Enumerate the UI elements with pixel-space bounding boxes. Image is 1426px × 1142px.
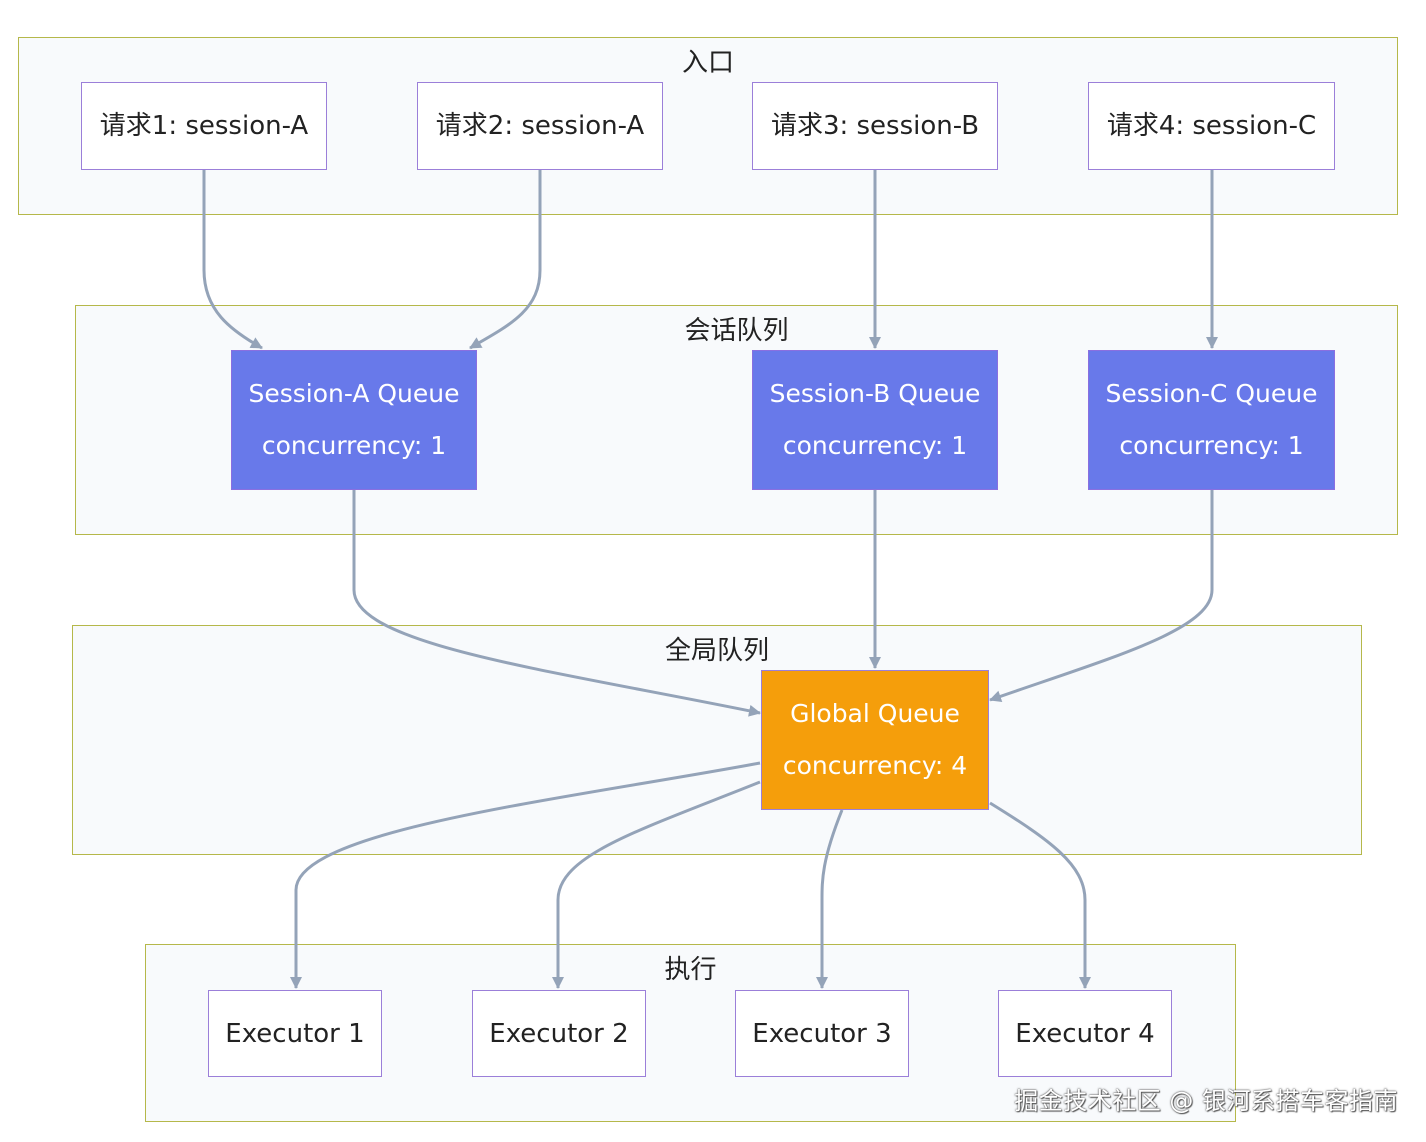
edge-req1-to-session-a (202, 170, 263, 350)
executor-node-1[interactable]: Executor 1 (208, 990, 382, 1077)
request-node-4[interactable]: 请求4: session-C (1088, 82, 1335, 170)
queue-name: Session-C Queue (1105, 379, 1318, 408)
group-title-entry: 入口 (681, 48, 734, 78)
group-title-execute: 执行 (664, 955, 717, 985)
group-title-session-queue: 会话队列 (684, 316, 789, 346)
request-node-2[interactable]: 请求2: session-A (417, 82, 663, 170)
edge-global-to-executor-4 (989, 801, 1091, 989)
executor-label: Executor 3 (752, 1018, 892, 1049)
executor-label: Executor 4 (1015, 1018, 1155, 1049)
executor-node-3[interactable]: Executor 3 (735, 990, 909, 1077)
session-a-queue-node[interactable]: Session-A Queue concurrency: 1 (231, 350, 477, 490)
global-queue-node[interactable]: Global Queue concurrency: 4 (761, 670, 989, 810)
queue-name: Session-A Queue (248, 379, 460, 408)
request-node-3[interactable]: 请求3: session-B (752, 82, 998, 170)
queue-name: Global Queue (790, 699, 960, 728)
request-label: 请求2: session-A (435, 111, 645, 141)
executor-label: Executor 1 (225, 1018, 365, 1049)
queue-concurrency: concurrency: 1 (1119, 431, 1304, 460)
queue-name: Session-B Queue (769, 379, 981, 408)
edge-global-to-executor-2 (552, 780, 761, 989)
queue-concurrency: concurrency: 4 (782, 751, 968, 780)
edge-global-to-executor-1 (290, 761, 761, 989)
edge-session-c-to-global (989, 490, 1214, 703)
session-b-queue-node[interactable]: Session-B Queue concurrency: 1 (752, 350, 998, 490)
edge-session-a-to-global (352, 490, 761, 717)
queue-concurrency: concurrency: 1 (261, 431, 447, 460)
executor-label: Executor 2 (489, 1018, 629, 1049)
request-label: 请求3: session-B (770, 111, 980, 141)
edge-global-to-executor-3 (816, 809, 844, 989)
request-node-1[interactable]: 请求1: session-A (81, 82, 327, 170)
queue-concurrency: concurrency: 1 (782, 431, 968, 460)
session-c-queue-node[interactable]: Session-C Queue concurrency: 1 (1088, 350, 1335, 490)
edge-req2-to-session-a (469, 170, 542, 350)
group-title-global-queue: 全局队列 (664, 636, 769, 666)
request-label: 请求4: session-C (1106, 111, 1317, 141)
request-label: 请求1: session-A (99, 111, 309, 141)
executor-node-4[interactable]: Executor 4 (998, 990, 1172, 1077)
executor-node-2[interactable]: Executor 2 (472, 990, 646, 1077)
watermark: 掘金技术社区 @ 银河系搭车客指南 (1014, 1087, 1398, 1115)
group-global-queue: 全局队列 (72, 625, 1362, 855)
